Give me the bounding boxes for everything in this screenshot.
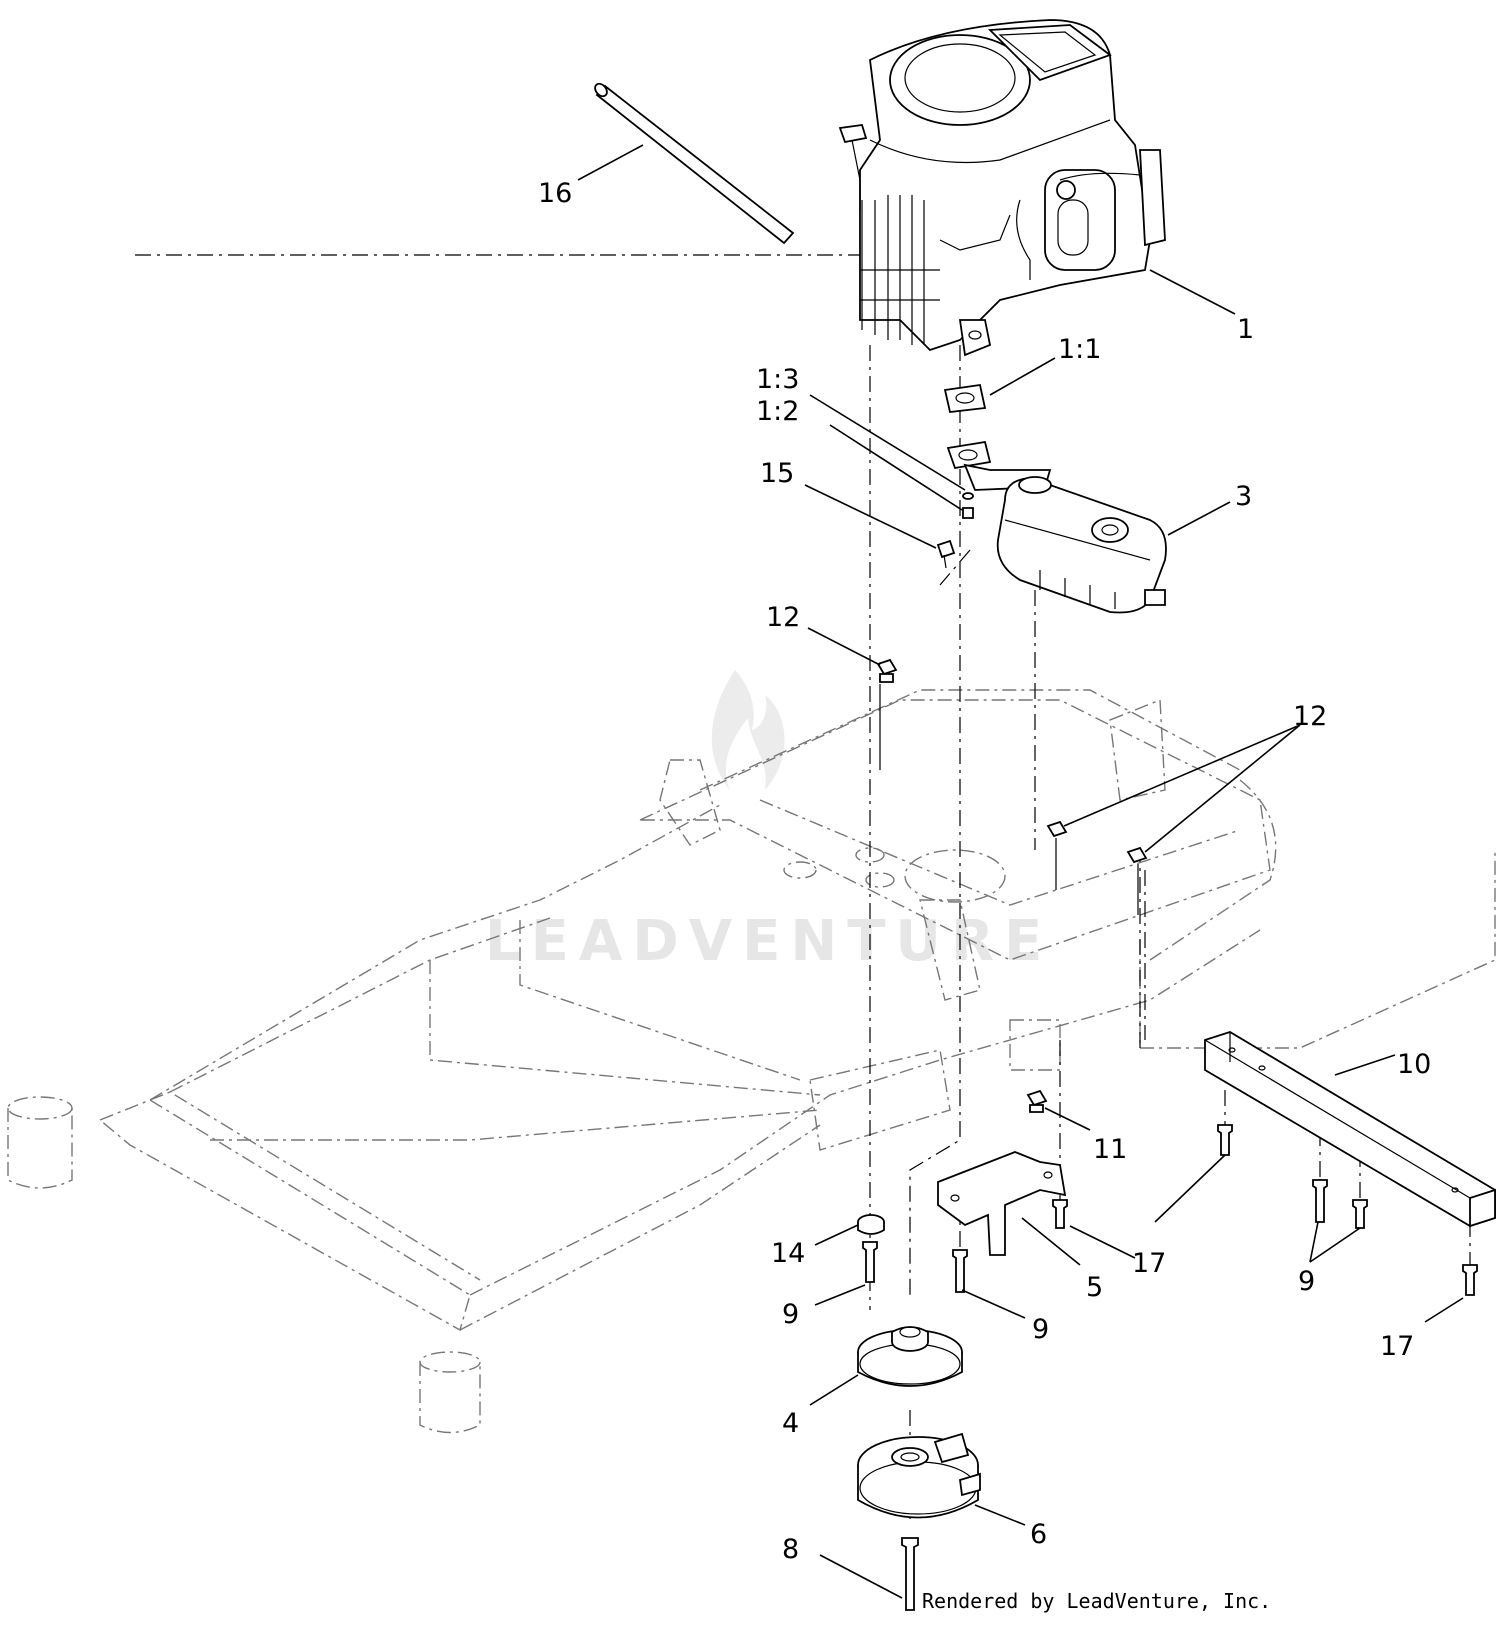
callout-4: 4 [782, 1408, 799, 1439]
part-10-crossbar [1204, 1031, 1496, 1228]
watermark-text: LEADVENTURE [485, 909, 1052, 974]
callout-10: 10 [1397, 1049, 1431, 1080]
part-5-bracket [937, 1151, 1067, 1256]
callout-12-right: 12 [1293, 701, 1327, 732]
callout-17-mid: 17 [1132, 1248, 1166, 1279]
render-credit: Rendered by LeadVenture, Inc. [922, 1589, 1271, 1613]
part-16-rod [594, 82, 795, 245]
callout-1-2: 1:2 [756, 396, 799, 427]
callout-15: 15 [760, 458, 794, 489]
part-6-clutch [857, 1432, 981, 1519]
frame-phantom [7, 689, 1496, 1434]
callout-3: 3 [1235, 481, 1252, 512]
callout-9-right: 9 [1298, 1266, 1315, 1297]
callout-6: 6 [1030, 1519, 1047, 1550]
callout-8: 8 [782, 1534, 799, 1565]
callout-17-right: 17 [1380, 1331, 1414, 1362]
part-1-engine [838, 19, 1166, 357]
part-4-pulley [857, 1326, 963, 1387]
callout-9-center: 9 [1032, 1314, 1049, 1345]
flame-logo-icon [711, 670, 785, 790]
callout-5: 5 [1086, 1272, 1103, 1303]
leader-lines [577, 144, 1464, 1599]
callout-1-3: 1:3 [756, 364, 799, 395]
callout-1-1: 1:1 [1058, 334, 1101, 365]
bolts [862, 1124, 1478, 1296]
part-1-1-gasket [943, 383, 987, 413]
watermark: LEADVENTURE [485, 670, 1052, 974]
part-12-nuts [876, 658, 1148, 915]
part-11-nut [1026, 1089, 1048, 1113]
callout-14: 14 [771, 1238, 805, 1269]
part-3-muffler [946, 440, 1167, 614]
callout-16: 16 [538, 178, 572, 209]
callout-labels: 16 1 1:1 1:3 1:2 15 3 12 12 10 11 17 14 … [538, 178, 1431, 1565]
callout-12-top: 12 [766, 602, 800, 633]
callout-1: 1 [1237, 314, 1254, 345]
fasteners-top [936, 492, 974, 569]
callout-9-left: 9 [782, 1299, 799, 1330]
part-14-washer [857, 1214, 885, 1235]
assembly-axes [135, 254, 1471, 1520]
callout-11: 11 [1093, 1134, 1127, 1165]
part-8-bolt [901, 1537, 919, 1611]
